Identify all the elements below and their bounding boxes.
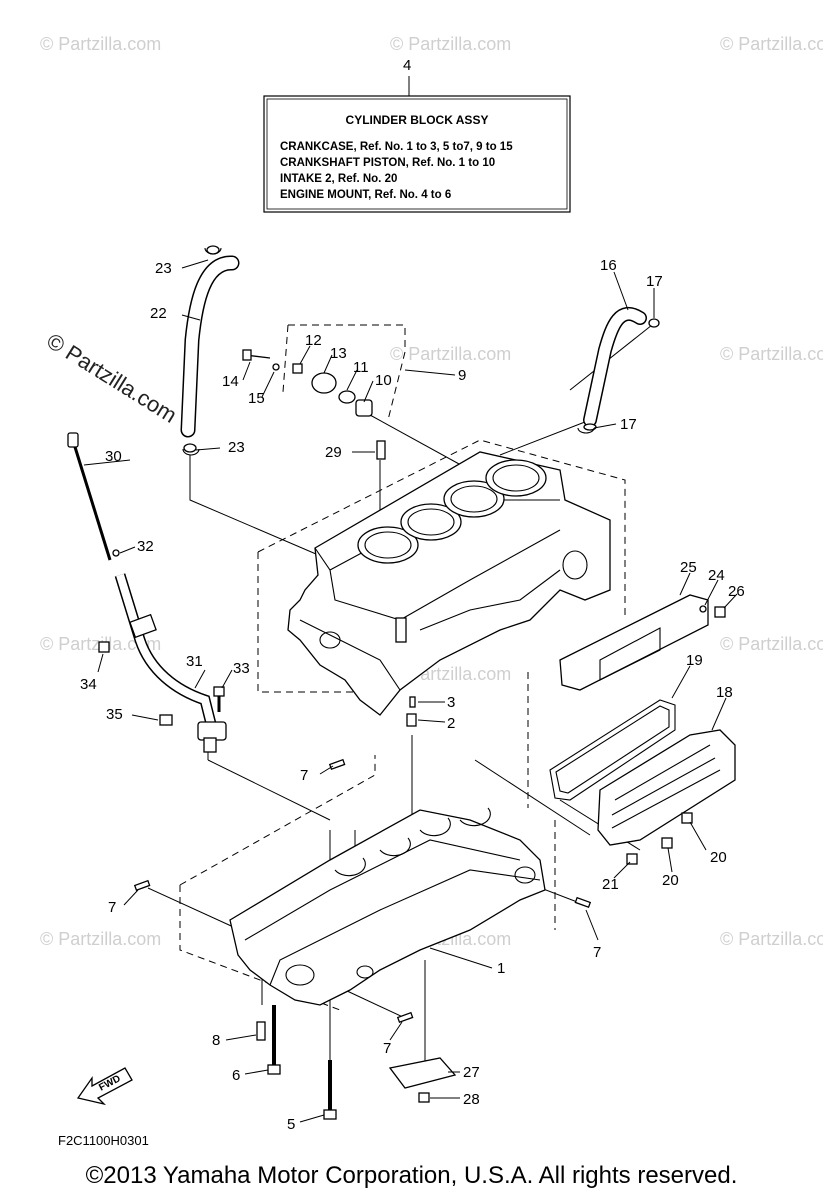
callout-2: 2	[447, 715, 455, 732]
callout-24: 24	[708, 567, 725, 584]
callout-25: 25	[680, 559, 697, 576]
callout-17: 17	[646, 273, 663, 290]
watermark: © Partzilla.com	[720, 344, 823, 364]
callout-7: 7	[300, 767, 308, 784]
callout-5: 5	[287, 1116, 295, 1133]
callout-18: 18	[716, 684, 733, 701]
callout-17: 17	[620, 416, 637, 433]
hose	[180, 245, 240, 453]
callout-29: 29	[325, 444, 342, 461]
assembly-title: CYLINDER BLOCK ASSY	[346, 113, 489, 127]
callout-8: 8	[212, 1032, 220, 1049]
callout-12: 12	[305, 332, 322, 349]
callout-32: 32	[137, 538, 154, 555]
assembly-info-box: 4 CYLINDER BLOCK ASSY CRANKCASE, Ref. No…	[263, 57, 571, 213]
callout-20: 20	[710, 849, 727, 866]
watermark: © Partzilla.com	[720, 634, 823, 654]
callout-7: 7	[383, 1040, 391, 1057]
cylinder-block	[287, 451, 611, 716]
callout-6: 6	[232, 1067, 240, 1084]
callout-23: 23	[228, 439, 245, 456]
cover-plate	[597, 729, 736, 846]
copyright-notice: ©2013 Yamaha Motor Corporation, U.S.A. A…	[85, 1162, 738, 1189]
breather-hose	[583, 307, 660, 431]
intake-plate	[559, 594, 709, 691]
watermark: © Partzilla.com	[390, 34, 511, 54]
callout-35: 35	[106, 706, 123, 723]
callout-7: 7	[593, 944, 601, 961]
watermark: © Partzilla.com	[40, 34, 161, 54]
callout-7: 7	[108, 899, 116, 916]
callout-15: 15	[248, 390, 265, 407]
callout-19: 19	[686, 652, 703, 669]
callout-leaders	[83, 259, 738, 1123]
watermark: © Partzilla.com	[390, 344, 511, 364]
watermark-main: © Partzilla.com	[42, 328, 181, 428]
assembly-line: INTAKE 2, Ref. No. 20	[280, 173, 397, 185]
callout-10: 10	[375, 372, 392, 389]
callouts: 23 22 12 13 11 10 14 15 9 29 23 16 17 17…	[80, 257, 745, 1133]
crankcase	[229, 807, 546, 1006]
callout-23: 23	[155, 260, 172, 277]
dipstick-assembly	[67, 432, 227, 753]
callout-4: 4	[403, 57, 411, 74]
callout-31: 31	[186, 653, 203, 670]
callout-22: 22	[150, 305, 167, 322]
assembly-line: ENGINE MOUNT, Ref. No. 4 to 6	[280, 189, 451, 201]
callout-33: 33	[233, 660, 250, 677]
watermark: © Partzilla.com	[720, 929, 823, 949]
callout-13: 13	[330, 345, 347, 362]
callout-21: 21	[602, 876, 619, 893]
assembly-line: CRANKSHAFT PISTON, Ref. No. 1 to 10	[280, 157, 495, 169]
callout-20: 20	[662, 872, 679, 889]
callout-14: 14	[222, 373, 239, 390]
fasteners	[98, 247, 726, 1120]
callout-9: 9	[458, 367, 466, 384]
callout-34: 34	[80, 676, 97, 693]
callout-27: 27	[463, 1064, 480, 1081]
assembly-line: CRANKCASE, Ref. No. 1 to 3, 5 to7, 9 to …	[280, 141, 513, 153]
assembly-boundaries	[179, 324, 626, 1011]
callout-30: 30	[105, 448, 122, 465]
callout-3: 3	[447, 694, 455, 711]
callout-28: 28	[463, 1091, 480, 1108]
watermark: © Partzilla.com	[720, 34, 823, 54]
parts-diagram: © Partzilla.com © Partzilla.com © Partzi…	[40, 34, 823, 1148]
fwd-arrow: FWD	[76, 1067, 133, 1106]
callout-16: 16	[600, 257, 617, 274]
diagram-code: F2C1100H0301	[58, 1133, 149, 1148]
gasket	[549, 699, 676, 801]
watermark: © Partzilla.com	[40, 929, 161, 949]
callout-26: 26	[728, 583, 745, 600]
callout-11: 11	[353, 359, 369, 376]
callout-1: 1	[497, 960, 505, 977]
